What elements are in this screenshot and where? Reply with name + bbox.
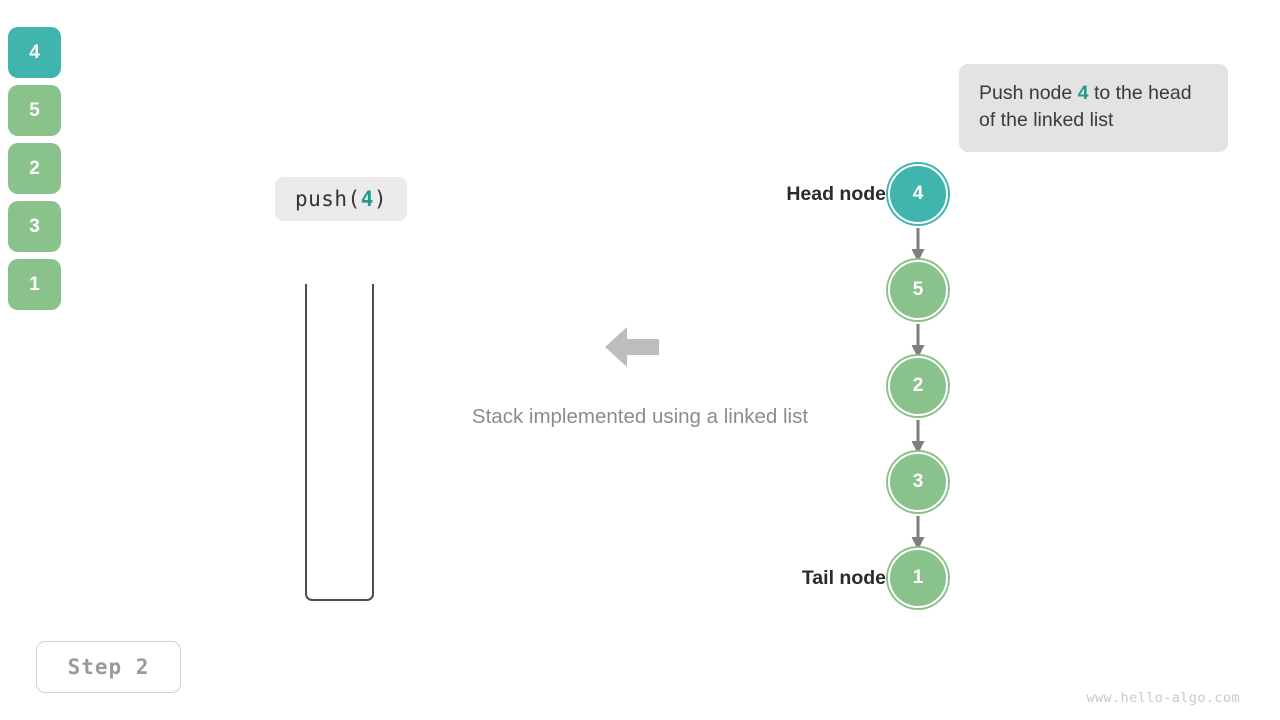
callout-tooltip: Push node 4 to the head of the linked li…: [959, 64, 1228, 152]
linked-list-row: 2: [755, 354, 970, 418]
operation-open-paren: (: [347, 187, 361, 211]
linked-list-node-value: 4: [912, 183, 924, 204]
linked-list-connector-arrow-icon: [907, 516, 929, 552]
linked-list-row: 3: [755, 450, 970, 514]
callout-highlight-value: 4: [1077, 82, 1089, 104]
tail-node-label: Tail node: [801, 566, 886, 589]
operation-close-paren: ): [373, 187, 388, 211]
arrow-left-icon: [603, 318, 661, 376]
stack-cell: 3: [8, 201, 61, 252]
watermark: www.hello-algo.com: [1086, 690, 1240, 706]
linked-list-node: 5: [888, 260, 948, 320]
diagram-caption: Stack implemented using a linked list: [471, 405, 809, 428]
linked-list-node-value: 2: [912, 375, 924, 396]
linked-list-row: Head node 4: [755, 162, 970, 226]
operation-chip: push(4): [275, 177, 407, 221]
stack-cell-value: 5: [29, 99, 40, 121]
stack-cell-value: 1: [29, 273, 40, 295]
stack-cell-value: 2: [29, 157, 40, 179]
stack-cell-value: 3: [29, 215, 40, 237]
stack-cell: 2: [8, 143, 61, 194]
linked-list-node: 2: [888, 356, 948, 416]
stack-cell: 4: [8, 27, 61, 78]
stack-cell: 1: [8, 259, 61, 310]
linked-list-connector-arrow-icon: [907, 324, 929, 360]
stack-cell: 5: [8, 85, 61, 136]
linked-list-node-value: 5: [912, 279, 924, 300]
linked-list-node: 4: [888, 164, 948, 224]
linked-list-node-value: 1: [912, 567, 924, 588]
linked-list-connector-arrow-icon: [907, 228, 929, 264]
linked-list-row: 5: [755, 258, 970, 322]
stack-container: [305, 284, 374, 601]
callout-text-before: Push node: [979, 82, 1078, 104]
linked-list-node: 1: [888, 548, 948, 608]
head-node-label: Head node: [786, 182, 886, 205]
step-badge: Step 2: [36, 641, 181, 693]
callout-text-after: to the head of the linked list: [979, 82, 1192, 131]
linked-list-connector-arrow-icon: [907, 420, 929, 456]
stack-cell-value: 4: [29, 41, 40, 63]
operation-argument: 4: [360, 187, 374, 211]
linked-list-row: Tail node 1: [755, 546, 970, 610]
linked-list-node-value: 3: [912, 471, 924, 492]
linked-list-node: 3: [888, 452, 948, 512]
stack-items: 4 5 2 3 1: [0, 0, 69, 317]
operation-name: push: [294, 187, 348, 211]
